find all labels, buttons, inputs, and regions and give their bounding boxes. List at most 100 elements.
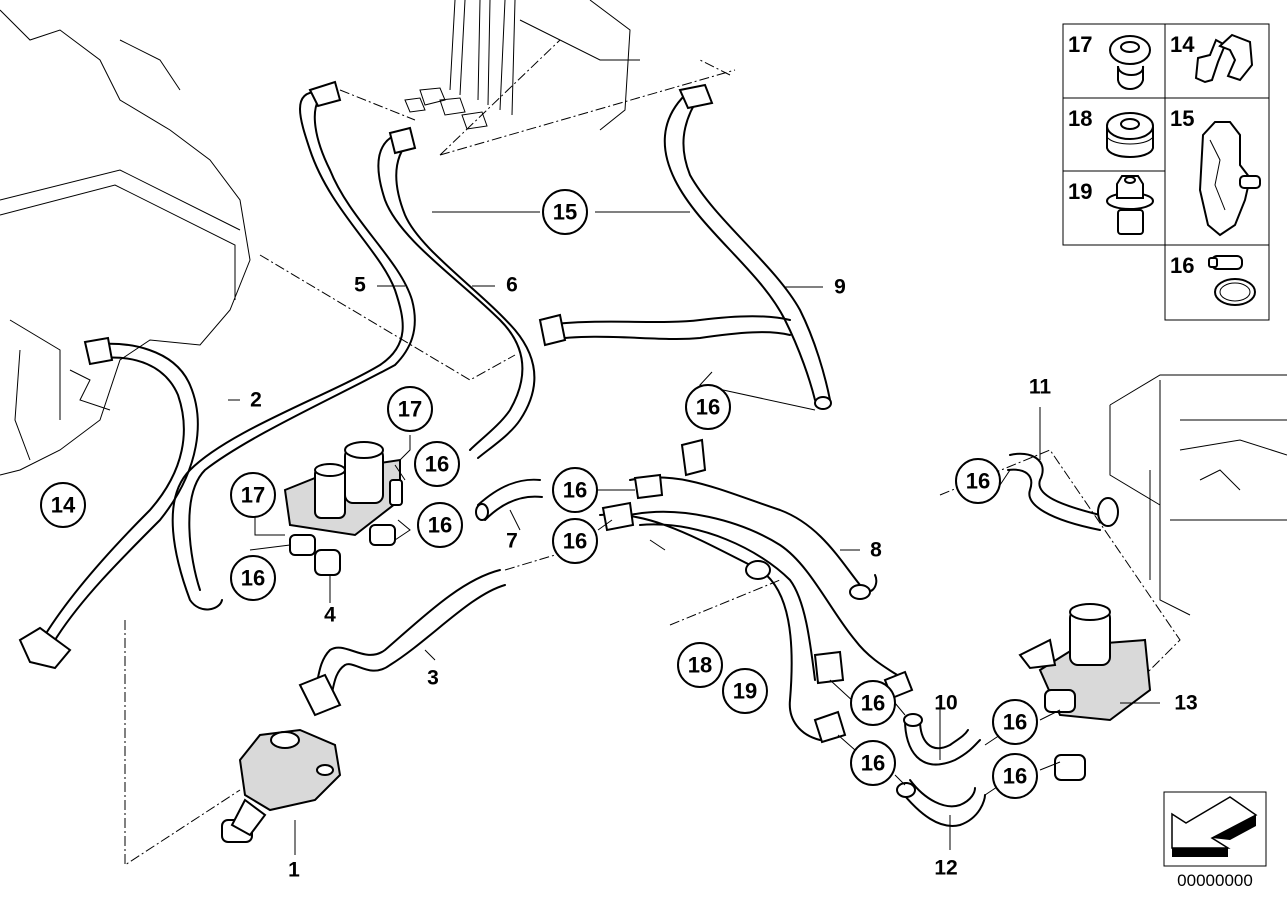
callout-number: 16 xyxy=(966,469,990,494)
label-2: 2 xyxy=(250,389,262,412)
hose-7[interactable] xyxy=(477,478,543,521)
callout-number: 19 xyxy=(733,679,757,704)
hose-8-fitting-left2 xyxy=(601,501,635,532)
leader-lines xyxy=(228,211,1160,855)
hose-2-top-end xyxy=(83,336,114,366)
label-8: 8 xyxy=(870,539,882,562)
callout-16-c[interactable]: 16 xyxy=(417,502,463,548)
callout-19[interactable]: 19 xyxy=(722,668,768,714)
hose-3[interactable] xyxy=(309,569,506,711)
label-10: 10 xyxy=(934,692,957,715)
callout-16-f[interactable]: 16 xyxy=(552,518,598,564)
hose-9-end xyxy=(678,83,714,110)
label-9: 9 xyxy=(834,276,846,299)
rubber-mount-icon xyxy=(1106,112,1154,158)
callout-number: 16 xyxy=(861,751,885,776)
callout-number: 16 xyxy=(425,452,449,477)
callout-17-a[interactable]: 17 xyxy=(387,386,433,432)
callout-16-g[interactable]: 16 xyxy=(955,458,1001,504)
callout-number: 17 xyxy=(241,483,265,508)
callout-number: 16 xyxy=(241,566,265,591)
callout-number: 15 xyxy=(553,200,577,225)
callout-number: 16 xyxy=(1003,764,1027,789)
label-6: 6 xyxy=(506,274,518,297)
engine-outline-right xyxy=(1109,374,1287,616)
label-13: 13 xyxy=(1174,692,1197,715)
hose-8-mount xyxy=(745,560,771,580)
callout-number: 16 xyxy=(563,529,587,554)
label-11: 11 xyxy=(1029,376,1052,399)
hose-8-fitting-end3 xyxy=(813,710,847,744)
hose-9[interactable] xyxy=(663,94,831,401)
hose-clip-icon xyxy=(1194,33,1254,84)
water-pump-1[interactable] xyxy=(221,728,342,843)
callout-number: 16 xyxy=(696,395,720,420)
label-1: 1 xyxy=(288,859,300,882)
label-4: 4 xyxy=(324,604,336,627)
hose-9-branch xyxy=(544,315,791,341)
collar-nut-icon xyxy=(1106,175,1154,235)
inset-number-18: 18 xyxy=(1068,106,1092,131)
hose-2[interactable] xyxy=(44,342,199,641)
callout-16-k[interactable]: 16 xyxy=(992,753,1038,799)
reference-number: 00000000 xyxy=(1177,871,1253,890)
inset-number-19: 19 xyxy=(1068,179,1092,204)
callout-17-b[interactable]: 17 xyxy=(230,472,276,518)
callout-number: 14 xyxy=(51,493,76,518)
hose-11[interactable] xyxy=(1007,452,1101,531)
inset-parts-table: 17 14 18 15 19 16 xyxy=(1062,23,1270,321)
callout-number: 17 xyxy=(398,397,422,422)
hose-9-inlet xyxy=(538,313,567,347)
hose-8-fitting-end1 xyxy=(813,650,845,685)
callout-18[interactable]: 18 xyxy=(677,642,723,688)
inset-number-15: 15 xyxy=(1170,106,1194,131)
hose-7-end xyxy=(475,503,489,521)
callout-15-top[interactable]: 15 xyxy=(542,189,588,235)
label-12: 12 xyxy=(934,857,957,880)
hose-5-end xyxy=(308,80,342,108)
callout-16-e[interactable]: 16 xyxy=(552,467,598,513)
label-7: 7 xyxy=(506,530,518,553)
inset-number-14: 14 xyxy=(1170,32,1195,57)
hose-clamp-icon xyxy=(1208,255,1256,306)
callout-number: 18 xyxy=(688,653,712,678)
water-valve-13[interactable] xyxy=(1018,603,1152,781)
callout-number: 16 xyxy=(428,513,452,538)
hose-6-end xyxy=(388,126,417,155)
hose-10-end xyxy=(903,713,923,727)
hose-9-outlet xyxy=(814,396,832,410)
label-5: 5 xyxy=(354,274,366,297)
bracket-clamp-icon xyxy=(1198,121,1261,237)
hose-8-bracket-hole xyxy=(849,584,871,600)
label-3: 3 xyxy=(427,667,439,690)
hose-5[interactable] xyxy=(171,89,416,611)
callout-number: 16 xyxy=(1003,710,1027,735)
callout-16-h[interactable]: 16 xyxy=(850,680,896,726)
hose-12[interactable] xyxy=(899,779,986,827)
inset-cell-19 xyxy=(1062,170,1166,246)
callout-16-a[interactable]: 16 xyxy=(685,384,731,430)
hose-8-fitting-left xyxy=(633,473,664,500)
hose-3-end xyxy=(298,673,342,717)
hose-11-end xyxy=(1097,497,1119,527)
arrow-down-left-icon xyxy=(1163,791,1267,867)
callout-16-j[interactable]: 16 xyxy=(992,699,1038,745)
engine-outline-left xyxy=(0,9,251,476)
callout-16-i[interactable]: 16 xyxy=(850,740,896,786)
callout-14[interactable]: 14 xyxy=(40,482,86,528)
hose-2-bottom-end xyxy=(18,626,72,670)
callout-number: 16 xyxy=(861,691,885,716)
callout-16-d[interactable]: 16 xyxy=(230,555,276,601)
hose-6[interactable] xyxy=(377,134,536,459)
hose-8[interactable] xyxy=(599,476,906,741)
callout-16-b[interactable]: 16 xyxy=(414,441,460,487)
hose-10[interactable] xyxy=(904,719,981,766)
hose-8-fitting-top xyxy=(680,438,707,477)
inset-number-17: 17 xyxy=(1068,32,1092,57)
water-valve-4[interactable] xyxy=(283,441,403,576)
callout-number: 16 xyxy=(563,478,587,503)
inset-number-16: 16 xyxy=(1170,253,1194,278)
grommet-icon xyxy=(1109,35,1151,90)
engine-outline-top xyxy=(404,0,640,131)
